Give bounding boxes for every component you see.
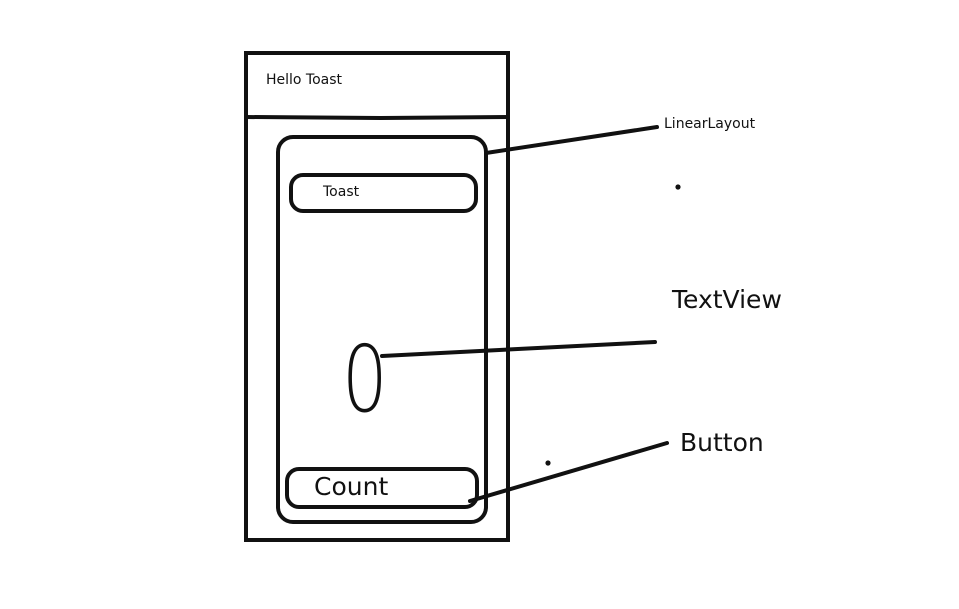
- toast-button-box: [289, 173, 478, 213]
- stray-dot: [675, 184, 681, 190]
- button-pointer: [468, 441, 669, 503]
- count-textview: 0: [342, 326, 388, 433]
- app-bar-divider: [245, 115, 509, 121]
- textview-pointer: [380, 340, 657, 358]
- toast-button-label[interactable]: Toast: [323, 184, 360, 200]
- textview-annotation: TextView: [672, 285, 782, 314]
- linear-layout-annotation: LinearLayout: [664, 116, 756, 132]
- app-title: Hello Toast: [266, 72, 343, 88]
- linear-layout-box: [276, 135, 488, 524]
- button-annotation: Button: [680, 428, 764, 457]
- stray-dot: [545, 460, 551, 466]
- linear-layout-pointer: [484, 125, 659, 155]
- count-button-box: [285, 467, 479, 509]
- count-button-label[interactable]: Count: [314, 472, 389, 501]
- phone-frame: [244, 51, 510, 542]
